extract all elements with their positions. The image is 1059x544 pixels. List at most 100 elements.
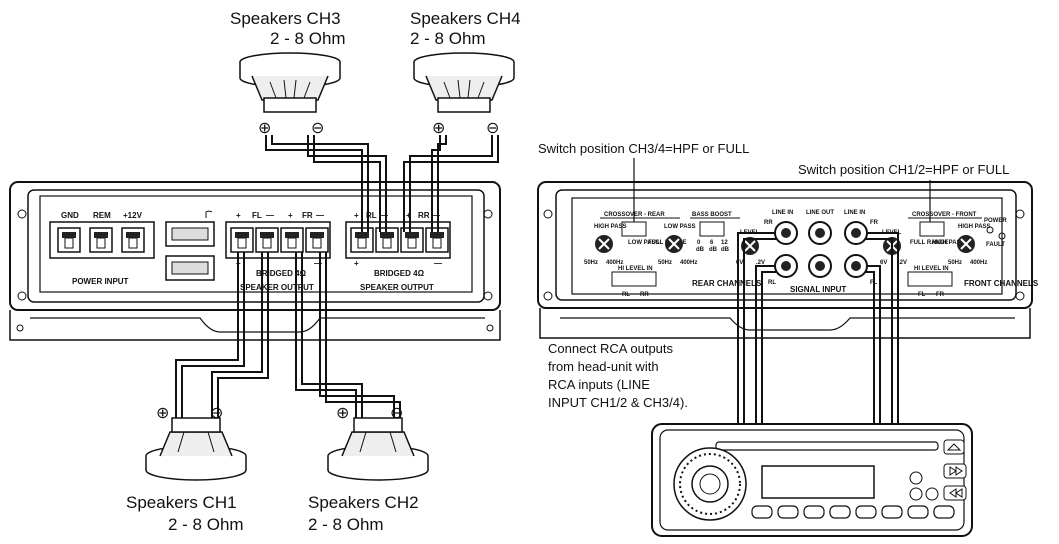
rr-label: RR [418,211,430,220]
front-full-range: FULL RANGE [910,240,949,246]
rear-level-knob-icon[interactable] [741,237,759,255]
line-in-front-label: LINE IN [844,210,865,216]
rca-rl: RL [768,280,776,286]
hi-rr: RR [640,292,649,298]
fl-plus: + [236,211,241,220]
speaker-ch2: ⊕ ⊖ Speakers CH2 2 - 8 Ohm [308,405,429,534]
ch2-plus-icon: ⊕ [336,405,349,422]
display-screen [761,465,875,499]
speaker-ch2-name: Speakers CH2 [308,493,419,512]
power-led-icon [986,226,994,234]
hi-level-in-rear: HI LEVEL IN [618,266,653,272]
fl-label: FL [252,211,262,220]
rear-bridged-plus: + [354,259,359,268]
rr-minus: — [432,211,440,220]
right-amplifier: CROSSOVER - REAR HIGH PASS LOW PASS LOW … [537,181,1039,339]
bass-boost-label: BASS BOOST [692,212,732,218]
rear-400hz: 400Hz [606,260,623,266]
boost-db-3: dB [721,247,730,253]
ch4-plus-icon: ⊕ [432,120,445,137]
boost-0: 0 [697,240,701,246]
rl-plus: + [354,211,359,220]
ch2-minus-icon: ⊖ [390,405,403,422]
hi-rl: RL [622,292,630,298]
rear-lowpass-knob-icon[interactable] [665,235,683,253]
line-out-label: LINE OUT [806,210,834,216]
front-bridged-label: BRIDGED 4Ω [256,269,307,278]
rear-lp-50hz: 50Hz [658,260,672,266]
rca-note-line4: INPUT CH1/2 & CH3/4). [548,395,688,410]
front-speaker-output-label: SPEAKER OUTPUT [240,283,314,292]
speaker-ch1-ohm: 2 - 8 Ohm [168,515,244,534]
eject-button-icon[interactable] [943,439,965,455]
power-led-label: POWER [984,218,1007,224]
speaker-ch3: Speakers CH3 2 - 8 Ohm ⊕ ⊖ [230,9,346,137]
rem-label: REM [93,211,111,220]
front-high-pass-2: HIGH PASS [958,224,991,230]
fr-minus: — [316,211,324,220]
rear-bridged-minus: — [434,259,442,268]
preset-buttons[interactable] [751,505,955,519]
switch-note-rear: Switch position CH3/4=HPF or FULL [538,141,749,156]
rear-channels-label: REAR CHANNELS [692,279,762,288]
rear-lp-400hz: 400Hz [680,260,697,266]
line-in-rear-label: LINE IN [772,210,793,216]
fl-minus: — [266,211,274,220]
small-button-1-icon[interactable] [909,471,923,485]
front-400hz: 400Hz [970,260,987,266]
rear-2v: .2V [756,260,765,266]
rca-note-line3: RCA inputs (LINE [548,377,650,392]
ch3-minus-icon: ⊖ [311,120,324,137]
rl-minus: — [380,211,388,220]
rear-6v: 6V [736,260,743,266]
volume-knob-icon[interactable] [673,447,747,521]
ch1-minus-icon: ⊖ [210,405,223,422]
signal-input-label: SIGNAL INPUT [790,285,846,294]
boost-6: 6 [710,240,714,246]
rear-low-pass-1: LOW PASS [628,240,660,246]
front-50hz: 50Hz [948,260,962,266]
fr-plus: + [288,211,293,220]
speaker-ch2-ohm: 2 - 8 Ohm [308,515,384,534]
speaker-ch4: Speakers CH4 2 - 8 Ohm ⊕ ⊖ [410,9,521,137]
speaker-ch3-ohm: 2 - 8 Ohm [270,29,346,48]
small-button-2-icon[interactable] [909,487,923,501]
speaker-wires [175,135,499,418]
crossover-rear-label: CROSSOVER - REAR [604,212,665,218]
rl-label: RL [366,211,377,220]
rca-jacks[interactable] [774,221,868,278]
rear-crossover-knob-icon[interactable] [595,235,613,253]
front-2v: .2V [898,260,907,266]
12v-label: +12V [123,211,143,220]
boost-db-2: dB [709,247,718,253]
ch4-minus-icon: ⊖ [486,120,499,137]
hi-level-in-front: HI LEVEL IN [914,266,949,272]
front-crossover-knob-icon[interactable] [957,235,975,253]
speaker-ch1-name: Speakers CH1 [126,493,237,512]
speaker-ch1: ⊕ ⊖ Speakers CH1 2 - 8 Ohm [126,405,247,534]
rca-cables [737,232,899,424]
rear-50hz: 50Hz [584,260,598,266]
fault-led-icon [998,232,1006,240]
front-high-pass: HIGH PASS [932,240,965,246]
rca-rr: RR [764,220,773,226]
speaker-ch4-name: Speakers CH4 [410,9,521,28]
boost-db-1: dB [696,247,705,253]
switch-note-front: Switch position CH1/2=HPF or FULL [798,162,1009,177]
small-button-3-icon[interactable] [925,487,939,501]
next-button-icon[interactable] [943,463,967,479]
rr-plus: + [406,211,411,220]
hi-fl: FL [918,292,926,298]
rear-low-pass-2: LOW PASS [664,224,696,230]
speaker-ch3-name: Speakers CH3 [230,9,341,28]
power-input-label: POWER INPUT [72,277,129,286]
gnd-label: GND [61,211,79,220]
rear-bridged-label: BRIDGED 4Ω [374,269,425,278]
rear-speaker-output-label: SPEAKER OUTPUT [360,283,434,292]
ch3-plus-icon: ⊕ [258,120,271,137]
head-unit [651,423,973,537]
rca-note-line1: Connect RCA outputs [548,341,674,356]
ch1-plus-icon: ⊕ [156,405,169,422]
prev-button-icon[interactable] [943,485,967,501]
